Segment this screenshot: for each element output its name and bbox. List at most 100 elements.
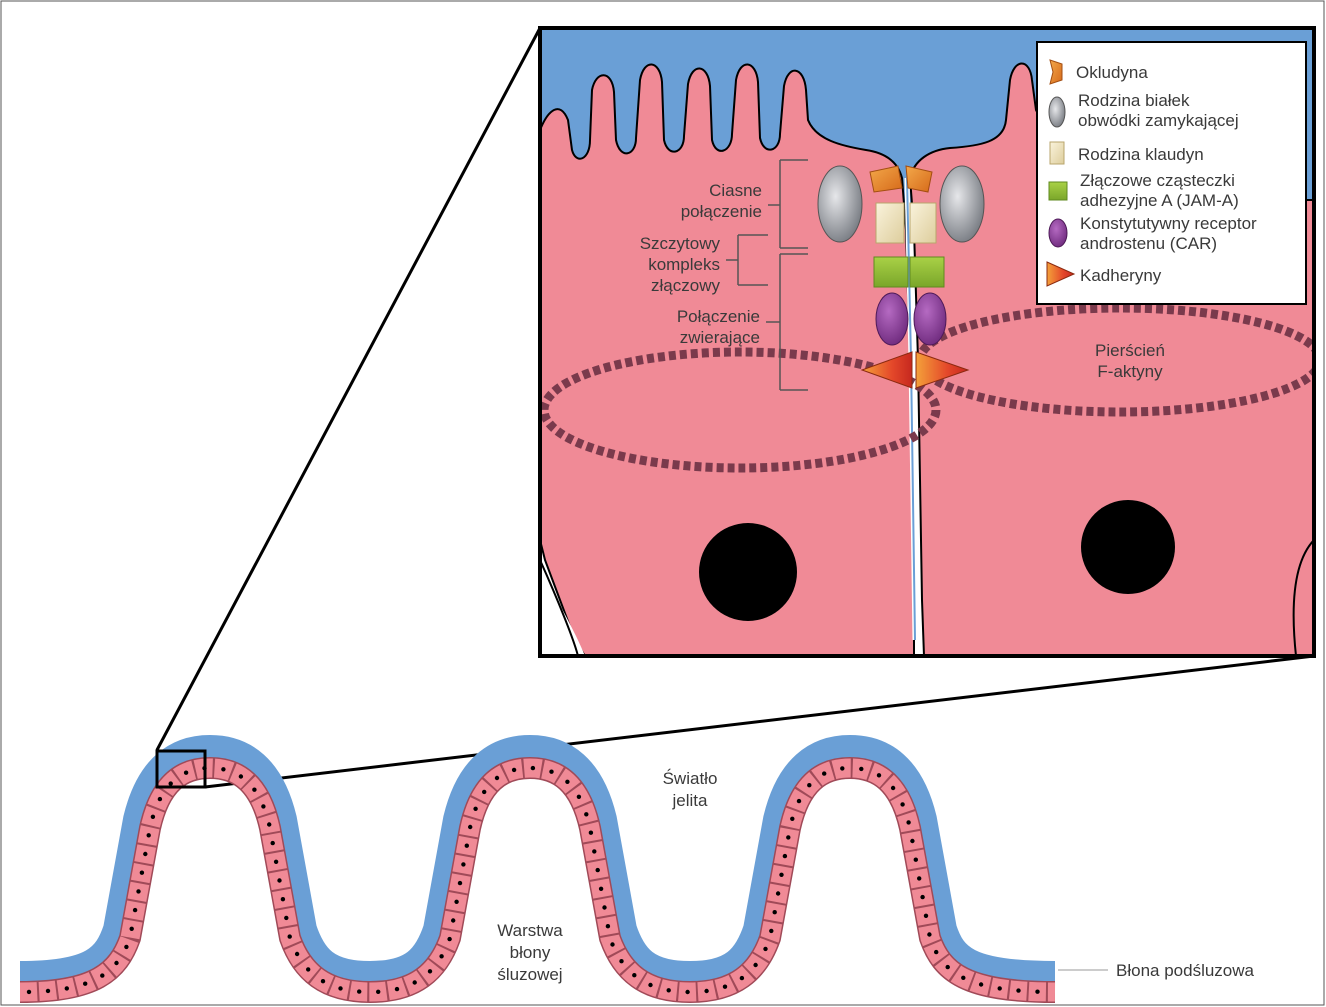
actin-ring-label-line2: F-aktyny [1097,362,1163,381]
cell-nucleus-dot [468,825,472,829]
cell-nucleus-dot [769,929,773,933]
legend-car-line1: Konstytutywny receptor [1080,214,1257,233]
cell-nucleus-dot [577,795,581,799]
cell-nucleus-dot [606,924,610,928]
zo-protein-left [818,166,862,242]
cell-nucleus-dot [910,839,914,843]
cell-nucleus-dot [100,973,104,977]
apical-complex-label-line2: kompleks [648,255,720,274]
cell-nucleus-dot [914,858,918,862]
cell-nucleus-dot [592,849,596,853]
mucosa-label-line3: śluzowej [497,965,562,984]
car-left [876,293,908,345]
cell-nucleus-dot [740,976,744,980]
cell-nucleus-dot [584,812,588,816]
cell-nucleus-dot [773,910,777,914]
cell-nucleus-dot [599,887,603,891]
cell-nucleus-dot [395,987,399,991]
jam-a-left [874,257,908,287]
cell-nucleus-dot [632,973,636,977]
cell-nucleus-dot [917,876,921,880]
cell-nucleus-dot [920,895,924,899]
cell-nucleus-dot [807,783,811,787]
cell-nucleus-dot [602,905,606,909]
cell-nucleus-dot [1016,988,1020,992]
cell-nucleus-dot [891,786,895,790]
cell-nucleus-dot [840,766,844,770]
adherens-junction-label-line2: zwierające [680,328,760,347]
cell-nucleus-dot [685,990,689,994]
car-right [914,293,946,345]
cell-nucleus-dot [619,959,623,963]
cell-nucleus-dot [46,989,50,993]
legend-zo-line2: obwódki zamykającej [1078,111,1239,130]
cell-nucleus-dot [877,773,881,777]
legend-zo-line1: Rodzina białek [1078,91,1190,110]
cell-nucleus-dot [221,767,225,771]
cell-nucleus-dot [274,860,278,864]
cell-nucleus-dot [136,889,140,893]
legend-occludin: Okludyna [1076,63,1148,82]
cell-nucleus-dot [648,983,652,987]
cell-nucleus-dot [998,986,1002,990]
tight-junction-label-line1: Ciasne [709,181,762,200]
cell-nucleus-dot [797,799,801,803]
cell-nucleus-dot [267,822,271,826]
cell-nucleus-dot [704,989,708,993]
cell-nucleus-dot [482,790,486,794]
cell-nucleus-dot [133,908,137,912]
cell-nucleus-dot [753,963,757,967]
cell-nucleus-dot [495,776,499,780]
adherens-junction-label-line1: Połączenie [677,307,760,326]
cell-nucleus-dot [27,990,31,994]
tight-junction-label-line2: połączenie [681,202,762,221]
legend-jam-line2: adhezyjne A (JAM-A) [1080,191,1239,210]
cell-nucleus-dot [357,989,361,993]
cell-nucleus-dot [461,862,465,866]
cell-nucleus-dot [277,878,281,882]
magnified-junction: Ciasne połączenie Szczytowy kompleks złą… [540,28,1320,656]
cell-nucleus-dot [822,771,826,775]
nucleus-left [699,523,797,621]
cell-nucleus-dot [1035,990,1039,994]
cell-nucleus-dot [924,914,928,918]
cell-nucleus-dot [321,979,325,983]
cell-nucleus-dot [447,937,451,941]
cell-nucleus-dot [143,852,147,856]
legend-car-line2: androstenu (CAR) [1080,234,1217,253]
mucosa-label-line1: Warstwa [497,921,563,940]
nucleus-right [1081,500,1175,594]
cell-nucleus-dot [473,807,477,811]
cell-nucleus-dot [65,986,69,990]
cell-nucleus-dot [428,969,432,973]
cell-nucleus-dot [596,868,600,872]
cell-nucleus-dot [114,961,118,965]
cell-nucleus-dot [465,844,469,848]
cell-nucleus-dot [786,835,790,839]
cell-nucleus-dot [790,817,794,821]
cell-nucleus-dot [376,990,380,994]
mucosa-label-line2: błony [510,943,551,962]
cell-nucleus-dot [83,982,87,986]
cell-nucleus-dot [184,771,188,775]
cell-nucleus-dot [565,780,569,784]
cell-nucleus-dot [306,967,310,971]
cell-nucleus-dot [531,766,535,770]
legend-cadherin: Kadheryny [1080,266,1162,285]
cell-nucleus-dot [927,932,931,936]
cell-nucleus-dot [723,985,727,989]
claudin-right [910,203,936,243]
legend-claudin-icon [1050,142,1064,164]
legend-claudin: Rodzina klaudyn [1078,145,1204,164]
legend-car-icon [1049,219,1067,247]
legend-jam-icon [1049,182,1067,200]
cell-nucleus-dot [779,873,783,877]
cell-nucleus-dot [589,831,593,835]
cell-nucleus-dot [271,841,275,845]
cell-nucleus-dot [454,900,458,904]
cell-nucleus-dot [512,768,516,772]
cell-nucleus-dot [281,897,285,901]
cell-nucleus-dot [239,774,243,778]
cell-nucleus-dot [147,833,151,837]
